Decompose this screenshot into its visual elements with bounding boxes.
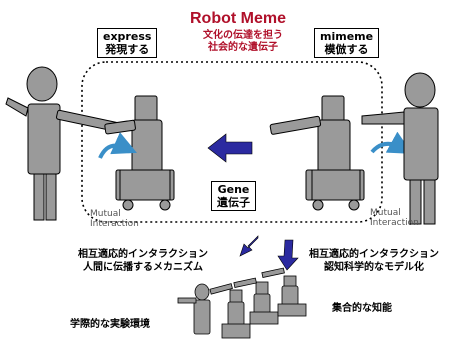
mimeme-label-en: mimeme [320, 30, 374, 43]
diagram-subtitle: 文化の伝達を担う 社会的な遺伝子 [190, 30, 296, 54]
diagram-title: Robot Meme [190, 10, 286, 27]
right-robot-figure [269, 95, 365, 211]
left-rotation-icon [98, 132, 137, 159]
express-label-ja: 発現する [105, 43, 150, 56]
left-caption: 相互適応的インタラクション 人間に伝播するメカニズム [62, 248, 224, 274]
right-mutual-line-1: Mutual [370, 208, 401, 218]
left-caption-line-1: 相互適応的インタラクション [78, 249, 208, 260]
right-human-figure [361, 72, 439, 225]
subtitle-line-2: 社会的な遺伝子 [208, 42, 278, 53]
express-box: express 発現する [97, 28, 158, 58]
right-caption: 相互適応的インタラクション 認知科学的なモデル化 [296, 248, 452, 274]
mimeme-label-ja: 模倣する [324, 43, 369, 56]
left-mutual-line-1: Mutual [90, 209, 121, 219]
interaction-boundary [81, 61, 383, 223]
express-label-en: express [103, 30, 152, 43]
left-mutual-line-2: Interaction [90, 219, 139, 229]
gene-label-ja: 遺伝子 [217, 196, 250, 209]
left-caption-line-2: 人間に伝播するメカニズム [83, 262, 203, 273]
left-human-figure [5, 66, 121, 221]
down-arrow-right [277, 239, 299, 271]
left-mutual-interaction: Mutual Interaction [90, 209, 139, 229]
right-mutual-interaction: Mutual Interaction [370, 208, 419, 228]
right-rotation-icon [370, 131, 413, 154]
left-robot-figure [104, 95, 175, 211]
right-mutual-line-2: Interaction [370, 218, 419, 228]
gene-box: Gene 遺伝子 [211, 181, 256, 211]
robot-group-figures [177, 267, 307, 339]
bottom-right-label: 集合的な知能 [332, 303, 392, 314]
down-arrow-left [239, 235, 259, 257]
gene-label-en: Gene [217, 183, 250, 196]
bottom-left-label: 学際的な実験環境 [70, 319, 150, 330]
subtitle-line-1: 文化の伝達を担う [203, 30, 283, 41]
right-caption-line-2: 認知科学的なモデル化 [324, 262, 424, 273]
mimeme-box: mimeme 模倣する [314, 28, 380, 58]
right-caption-line-1: 相互適応的インタラクション [309, 249, 439, 260]
transfer-arrow [207, 133, 253, 163]
